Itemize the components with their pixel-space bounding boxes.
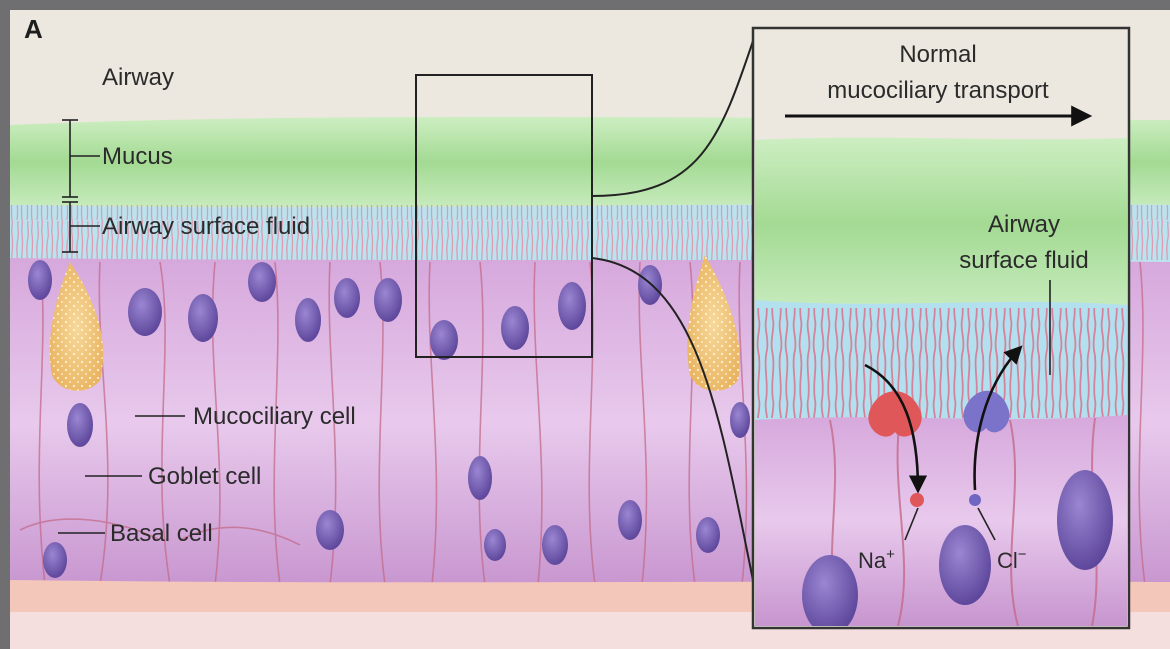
sodium-symbol: Na xyxy=(858,548,887,573)
label-mucus: Mucus xyxy=(102,143,173,170)
inset-nucleus-right xyxy=(1057,470,1113,570)
inset-panel: Normal mucociliary transport Airway surf… xyxy=(753,28,1129,635)
sodium-charge: + xyxy=(886,546,895,563)
label-basal-cell: Basal cell xyxy=(110,520,213,547)
chloride-charge: − xyxy=(1018,546,1027,563)
inset-mucus xyxy=(755,138,1127,310)
panel-letter: A xyxy=(24,14,43,44)
label-mucociliary-cell: Mucociliary cell xyxy=(193,403,356,430)
inset-title-line2: mucociliary transport xyxy=(827,77,1049,104)
inset-nucleus-left xyxy=(802,555,858,635)
chloride-ion xyxy=(969,494,981,506)
inset-title-line1: Normal xyxy=(899,41,976,68)
label-airway-surface-fluid: Airway surface fluid xyxy=(102,213,310,240)
sodium-ion xyxy=(910,493,924,507)
inset-asf-line2: surface fluid xyxy=(959,247,1088,274)
chloride-symbol: Cl xyxy=(997,548,1018,573)
label-goblet-cell: Goblet cell xyxy=(148,463,261,490)
inset-asf-line1: Airway xyxy=(988,211,1060,238)
inset-cilia xyxy=(755,308,1127,418)
inset-nucleus-center xyxy=(939,525,991,605)
label-airway: Airway xyxy=(102,64,174,91)
